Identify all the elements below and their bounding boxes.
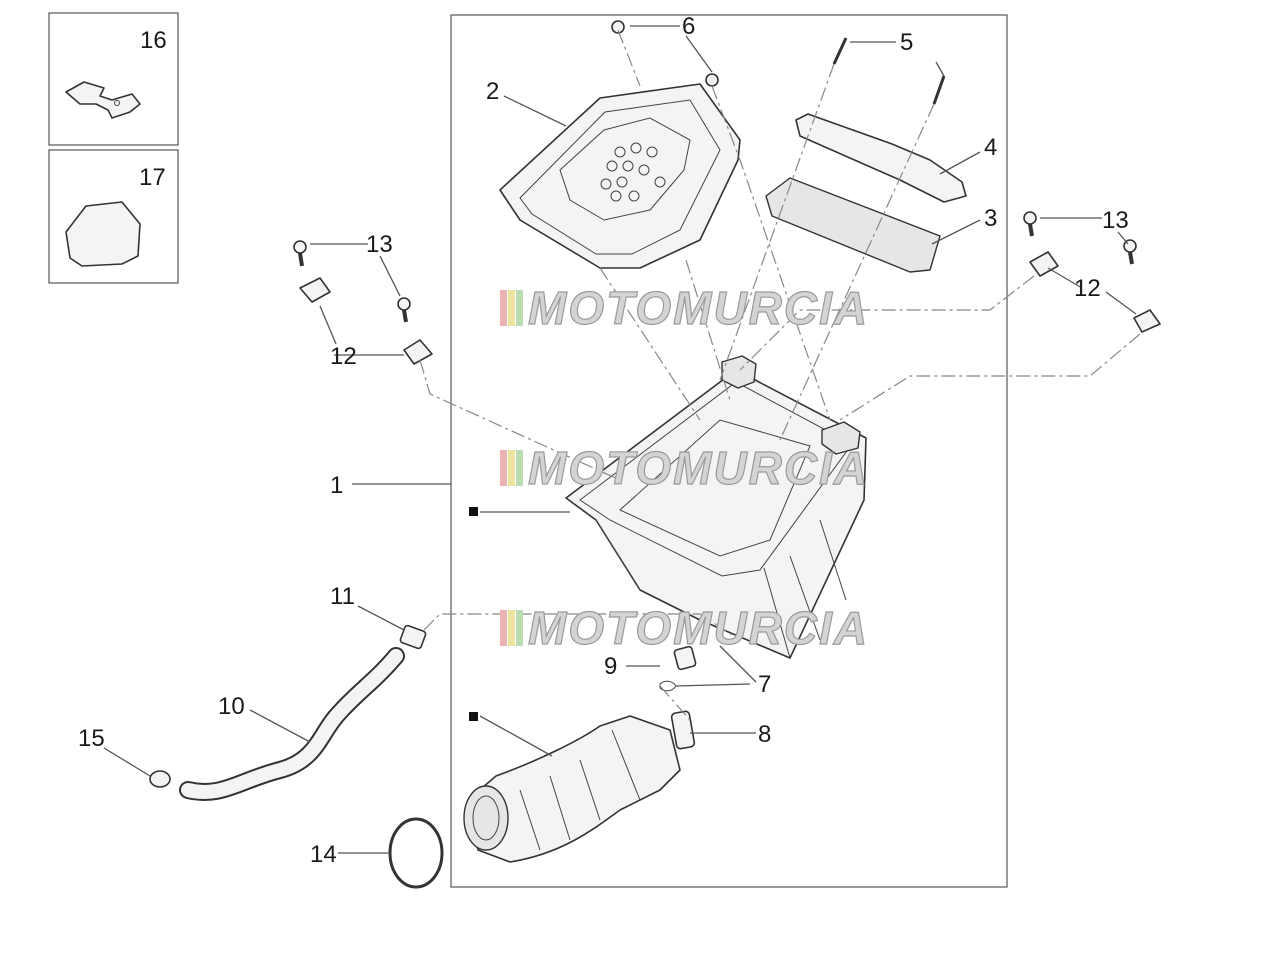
hose-clamp-part-14 [388, 817, 444, 889]
watermark-text: MOTOMURCIA [528, 602, 869, 654]
airbox-cover-part-2 [499, 83, 741, 269]
filter-element-part-3 [765, 177, 941, 273]
callout-4: 4 [984, 134, 997, 161]
watermark-text: MOTOMURCIA [528, 282, 869, 334]
callout-6: 6 [682, 13, 695, 40]
inset-box-17 [48, 149, 179, 284]
callout-16: 16 [140, 27, 167, 54]
leader-lines [103, 25, 1137, 854]
callout-14: 14 [310, 841, 337, 868]
marker-square-2 [469, 712, 478, 721]
callout-15: 15 [78, 725, 105, 752]
callout-2: 2 [486, 78, 499, 105]
screws-part-5 [832, 37, 946, 105]
watermark-text: MOTOMURCIA [528, 442, 869, 494]
callout-11: 11 [330, 583, 355, 610]
pad-part-17 [65, 201, 141, 267]
marker-square-1 [469, 507, 478, 516]
filter-frame-part-4 [795, 113, 967, 203]
bracket-part-16 [65, 81, 141, 119]
airbox-body-part-1 [565, 355, 867, 659]
watermark: MOTOMURCIA MOTOMURCIA MOTOMURCIA [500, 281, 869, 655]
callout-7: 7 [758, 671, 771, 698]
callout-1: 1 [330, 472, 343, 499]
assembly-lines [419, 29, 1141, 721]
inset-box-16 [48, 12, 179, 146]
callout-10: 10 [218, 693, 245, 720]
callout-13-right: 13 [1102, 207, 1129, 234]
screws-part-6 [611, 20, 719, 87]
callout-8: 8 [758, 721, 771, 748]
bolts-part-13 [293, 211, 1137, 323]
callout-13-left: 13 [366, 231, 393, 258]
main-assembly-frame [450, 14, 1008, 888]
callout-5: 5 [900, 29, 913, 56]
intake-duct [463, 715, 681, 863]
plug-part-8 [670, 710, 696, 750]
callout-9: 9 [604, 653, 617, 680]
cap-part-9 [673, 645, 697, 671]
clamp-part-15 [149, 770, 171, 788]
callout-12-left: 12 [330, 343, 357, 370]
callout-17: 17 [139, 164, 166, 191]
callout-12-right: 12 [1074, 275, 1101, 302]
speed-nuts-part-12 [299, 251, 1161, 365]
callout-3: 3 [984, 205, 997, 232]
callout-labels: 16 17 6 5 2 4 3 13 13 12 12 1 11 9 7 10 … [78, 13, 1129, 868]
connector-part-11 [399, 624, 427, 650]
